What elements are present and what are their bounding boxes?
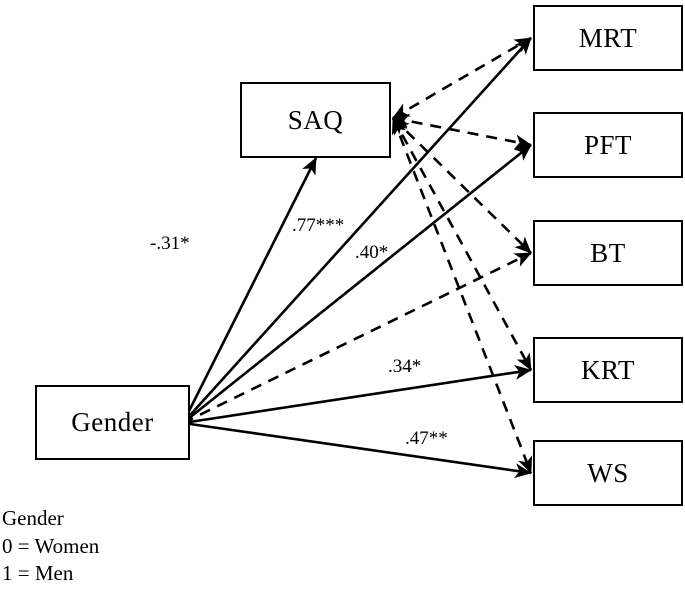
- legend: Gender 0 = Women 1 = Men: [2, 505, 99, 588]
- node-label-bt: BT: [590, 237, 626, 268]
- edge-coefficient-gender-krt: .34*: [388, 356, 422, 377]
- edge-saq-mrt: [392, 36, 532, 120]
- node-ws: WS: [533, 440, 683, 506]
- edge-saq-ws: [391, 117, 533, 474]
- legend-line: 1 = Men: [2, 561, 74, 586]
- node-label-saq: SAQ: [287, 104, 344, 135]
- node-pft: PFT: [533, 112, 683, 178]
- edge-coefficient-gender-ws: .47**: [405, 428, 448, 449]
- node-label-mrt: MRT: [578, 22, 638, 53]
- node-mrt: MRT: [533, 5, 683, 71]
- legend-line: Gender: [2, 506, 64, 530]
- edge-coefficient-gender-saq: -.31*: [150, 233, 190, 254]
- edge-coefficient-gender-mrt: .77***: [292, 215, 345, 236]
- edge-gender-ws: [182, 421, 532, 479]
- node-krt: KRT: [533, 337, 683, 403]
- edge-saq-pft: [392, 113, 532, 150]
- node-label-pft: PFT: [583, 129, 633, 160]
- edge-saq-krt: [391, 117, 533, 371]
- node-bt: BT: [533, 220, 683, 286]
- edge-saq-bt: [392, 117, 532, 254]
- node-label-gender: Gender: [71, 407, 154, 437]
- legend-line: 0 = Women: [2, 533, 100, 558]
- edge-gender-saq: [181, 157, 318, 424]
- node-label-krt: KRT: [581, 354, 635, 385]
- edge-coefficient-gender-pft: .40*: [355, 242, 389, 263]
- node-gender: Gender: [35, 385, 190, 460]
- node-label-ws: WS: [587, 457, 629, 488]
- node-saq: SAQ: [240, 82, 391, 158]
- edge-gender-pft: [182, 143, 532, 425]
- edge-gender-bt: [182, 251, 532, 425]
